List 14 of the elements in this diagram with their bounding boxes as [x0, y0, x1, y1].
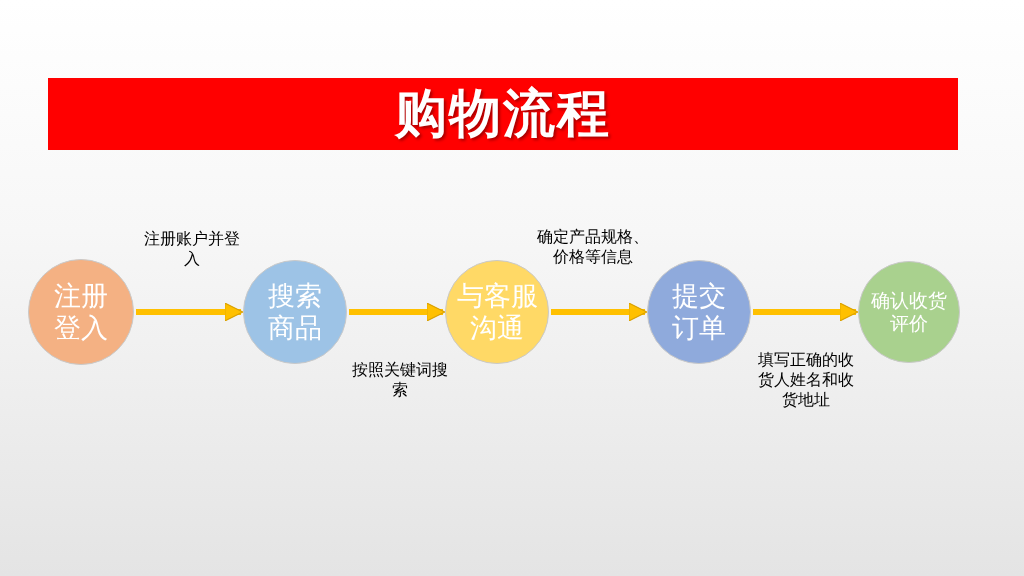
arrow	[349, 302, 446, 322]
step-label: 注册登入	[53, 279, 109, 345]
title: 购物流程	[395, 82, 611, 145]
edge-label: 确定产品规格、价格等信息	[536, 227, 650, 267]
step-label: 搜索商品	[267, 279, 323, 345]
arrow	[753, 302, 859, 322]
arrow	[136, 302, 244, 322]
step-label: 提交订单	[671, 279, 727, 345]
step-label: 确认收货评价	[870, 289, 948, 335]
arrow	[551, 302, 648, 322]
edge-label: 按照关键词搜索	[351, 360, 449, 400]
step-label: 与客服沟通	[455, 279, 539, 345]
edge-label: 填写正确的收货人姓名和收货地址	[758, 350, 854, 410]
edge-label: 注册账户并登入	[143, 229, 241, 269]
